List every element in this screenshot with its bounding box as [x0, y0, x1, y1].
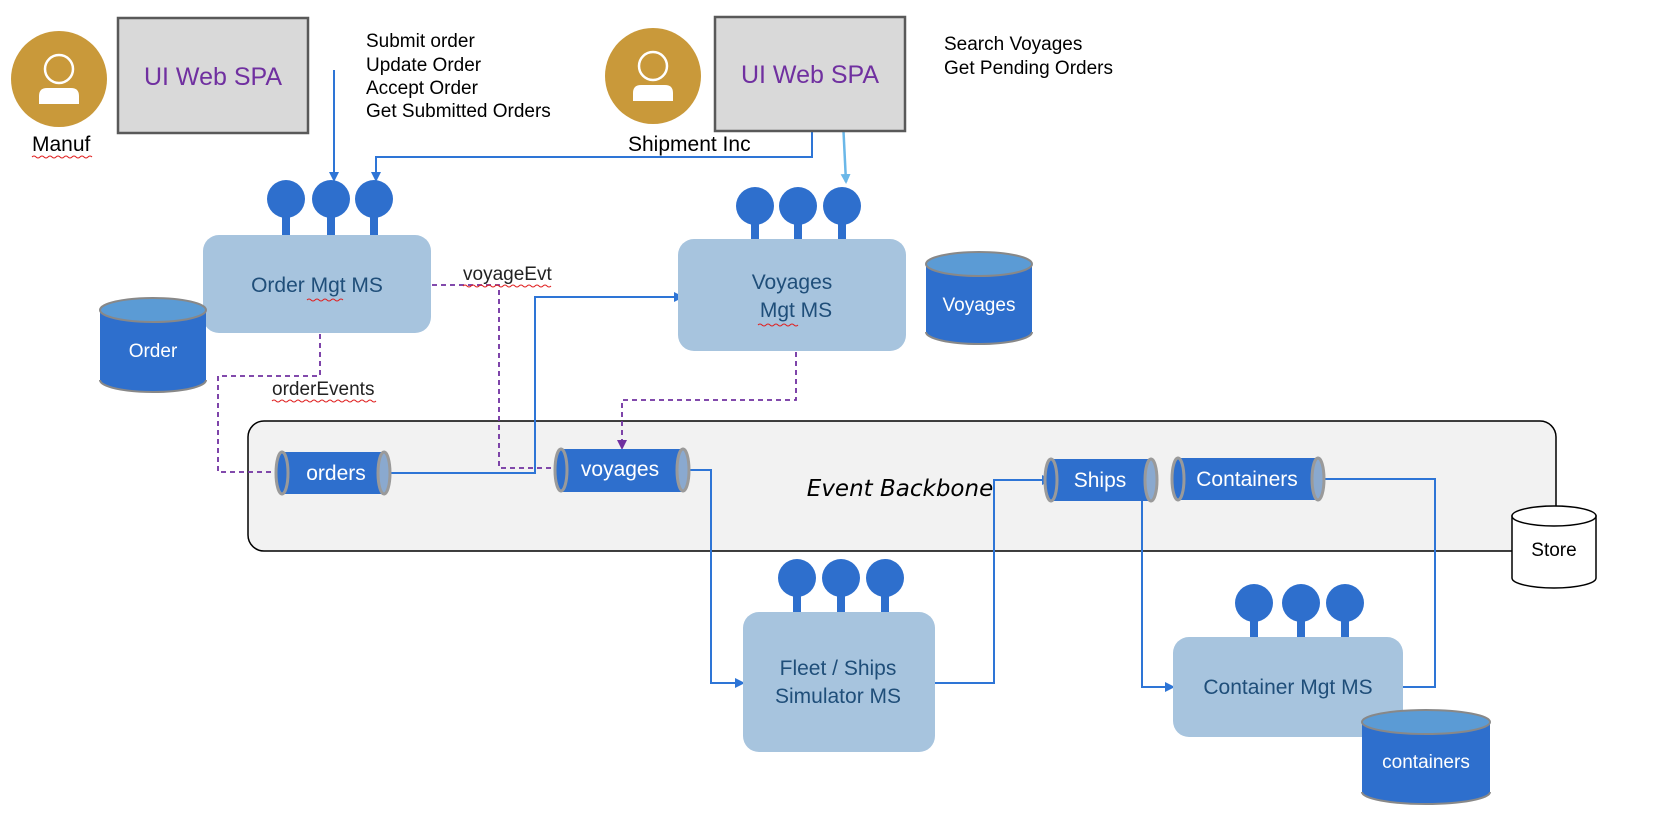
ships-topic-to-container-ms-edge — [1141, 482, 1175, 692]
topic-ships: Ships — [1043, 457, 1159, 503]
edge-label-voyageEvt: voyageEvt — [463, 264, 552, 285]
order-mgt-ms: Order Mgt MS — [203, 180, 431, 333]
topic-ships-label: Ships — [1074, 469, 1127, 492]
db-voyages: Voyages — [925, 251, 1033, 345]
fleet-ms-label-line1: Fleet / Ships — [780, 657, 897, 680]
voyages-topic-to-fleet-edge — [687, 469, 745, 688]
orders-topic-to-voyages-ms-edge — [387, 292, 684, 474]
order-to-voyages-topic-edge — [432, 284, 564, 473]
db-order-label: Order — [129, 341, 178, 362]
note-left-line: Get Submitted Orders — [366, 101, 551, 122]
container-ms-endpoints — [1235, 584, 1364, 638]
order-to-orders-topic-edge — [217, 334, 321, 477]
note-left-line: Update Order — [366, 55, 482, 76]
topic-orders: orders — [274, 450, 392, 496]
container-mgt-ms-label: Container Mgt MS — [1203, 676, 1372, 699]
db-order: Order — [99, 297, 207, 393]
container-mgt-ms: Container Mgt MS — [1173, 584, 1403, 737]
ui-web-spa-right: UI Web SPA — [713, 15, 907, 133]
spell-squiggle-orderEvents — [271, 399, 377, 403]
ui-web-spa-left-label: UI Web SPA — [144, 63, 282, 91]
spell-squiggle-mgt — [306, 298, 344, 302]
db-voyages-label: Voyages — [943, 295, 1016, 316]
topic-orders-label: orders — [306, 462, 366, 485]
db-containers: containers — [1361, 709, 1491, 805]
manuf-avatar-circle — [11, 31, 107, 127]
voyages-mgt-ms-label-line2: Mgt MS — [760, 299, 832, 322]
spell-squiggle-mgt — [757, 323, 799, 327]
topic-voyages: voyages — [553, 447, 691, 493]
fleet-ships-simulator-ms: Fleet / Ships Simulator MS — [743, 559, 935, 752]
container-mgt-ms-box — [1173, 637, 1403, 737]
voyages-ms-to-voyages-topic-edge — [617, 352, 797, 450]
order-mgt-ms-label: Order Mgt MS — [251, 274, 383, 297]
order-ms-endpoints — [267, 180, 393, 236]
fleet-ms-endpoints — [778, 559, 904, 613]
notes-left: Submit order Update Order Accept Order G… — [366, 31, 551, 122]
note-right-line: Search Voyages — [944, 34, 1082, 55]
order-mgt-ms-box — [203, 235, 431, 333]
db-containers-label: containers — [1382, 752, 1470, 773]
person-icon-head — [637, 50, 669, 82]
db-store: Store — [1511, 505, 1597, 589]
ui-web-spa-left-box — [116, 16, 310, 135]
ui-web-spa-right-label: UI Web SPA — [741, 61, 879, 89]
notes-right: Search Voyages Get Pending Orders — [944, 34, 1113, 79]
fleet-ms-label-line2: Simulator MS — [775, 685, 901, 708]
manuf-label: Manuf — [32, 133, 91, 156]
ui-right-to-order-edge — [371, 131, 813, 182]
ui-web-spa-right-box — [713, 15, 907, 133]
shipment-inc-label: Shipment Inc — [628, 133, 751, 156]
note-left-line: Accept Order — [366, 78, 479, 99]
edge-label-orderEvents: orderEvents — [272, 379, 374, 400]
voyages-mgt-ms-label-line1: Voyages — [752, 271, 833, 294]
event-backbone-label: Event Backbone — [807, 476, 993, 502]
voyages-ms-endpoints — [736, 187, 861, 241]
note-right-line: Get Pending Orders — [944, 58, 1113, 79]
actor-shipment-inc — [605, 28, 701, 124]
shipment-avatar-circle — [605, 28, 701, 124]
fleet-ms-box — [743, 612, 935, 752]
container-ms-to-containers-topic-edge — [1311, 474, 1436, 688]
db-store-label: Store — [1531, 540, 1576, 561]
person-icon-head — [43, 53, 75, 85]
topic-containers: Containers — [1170, 456, 1326, 502]
voyages-mgt-ms-box — [678, 239, 906, 351]
actor-manuf: Manuf — [11, 31, 107, 159]
ui-web-spa-left: UI Web SPA — [116, 16, 310, 135]
topic-containers-label: Containers — [1196, 468, 1298, 491]
spell-squiggle-manuf — [31, 155, 93, 159]
fleet-to-ships-topic-edge — [935, 475, 1052, 684]
topic-voyages-label: voyages — [581, 458, 659, 481]
note-left-line: Submit order — [366, 31, 475, 52]
person-icon-body — [39, 88, 79, 104]
spell-squiggle-voyageEvt — [462, 284, 552, 288]
voyages-mgt-ms: Voyages Mgt MS — [678, 187, 906, 351]
person-icon-body — [633, 85, 673, 101]
